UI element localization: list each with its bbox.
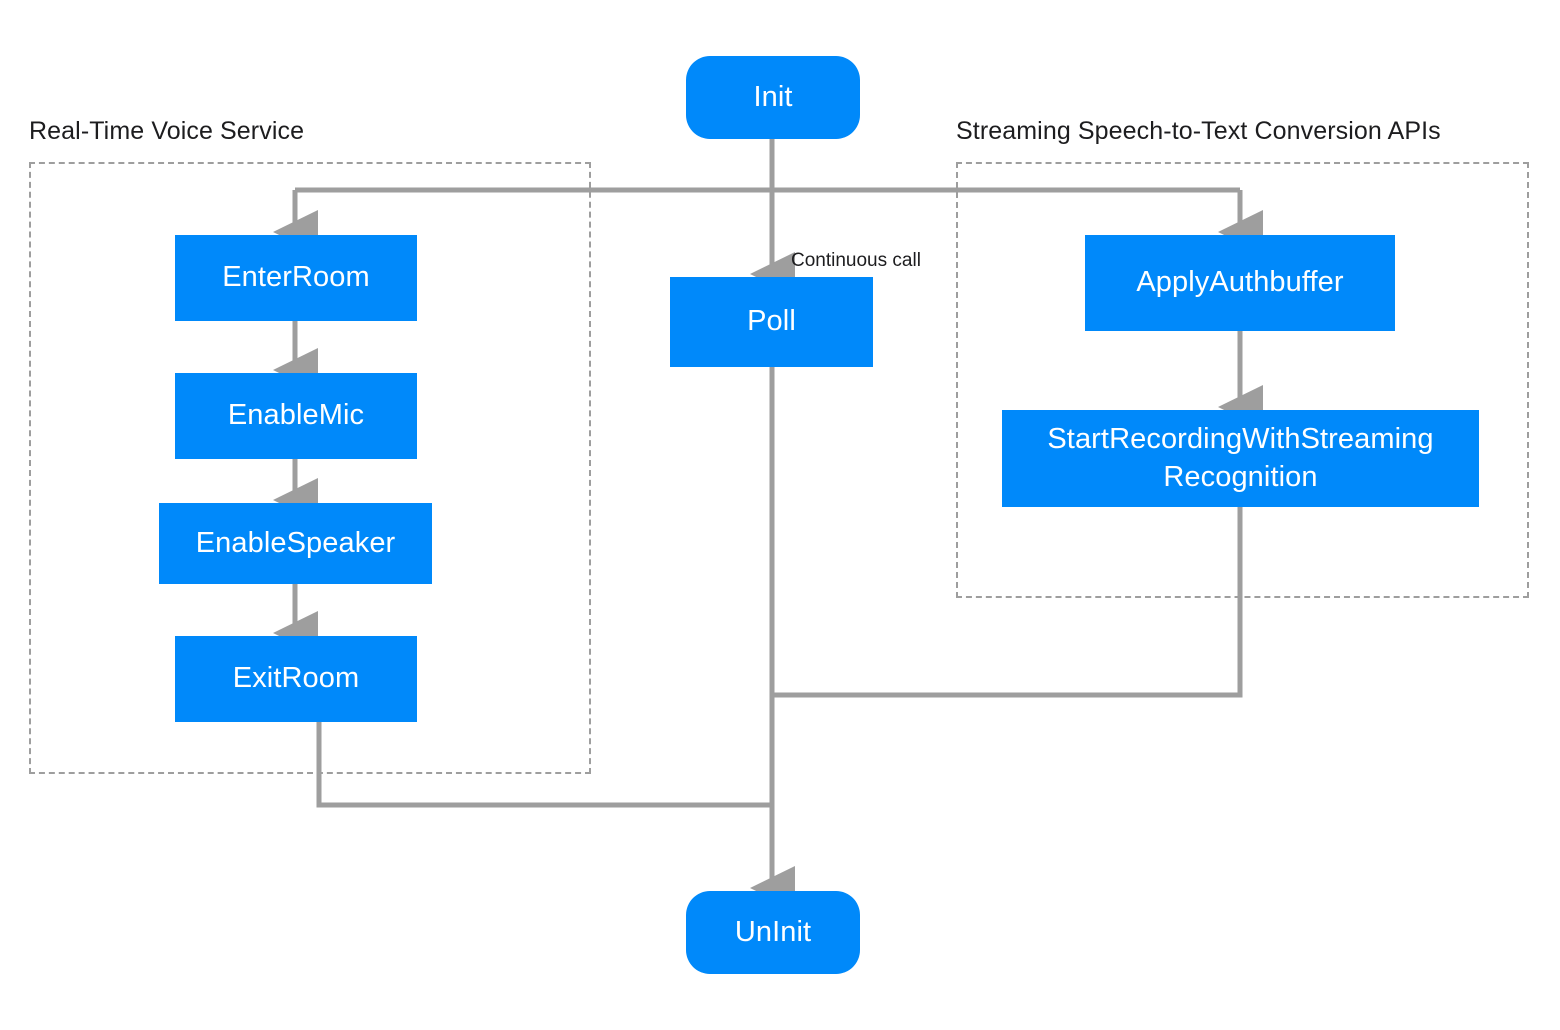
node-start-recording-with-streaming-recognition[interactable]: StartRecordingWithStreaming Recognition	[1002, 410, 1479, 507]
node-enter-room[interactable]: EnterRoom	[175, 235, 417, 321]
node-poll[interactable]: Poll	[670, 277, 873, 367]
group-label-voice-service: Real-Time Voice Service	[29, 117, 305, 145]
node-exit-room[interactable]: ExitRoom	[175, 636, 417, 722]
group-box-stt-apis	[956, 162, 1529, 598]
edge-label-continuous-call: Continuous call	[791, 250, 921, 271]
node-enable-mic[interactable]: EnableMic	[175, 373, 417, 459]
node-init[interactable]: Init	[686, 56, 860, 139]
edge-exitroom-uninit	[316, 722, 772, 808]
edge-startrec-uninit	[772, 507, 1243, 698]
group-label-stt-apis: Streaming Speech-to-Text Conversion APIs	[956, 117, 1441, 145]
node-enable-speaker[interactable]: EnableSpeaker	[159, 503, 432, 584]
node-apply-authbuffer[interactable]: ApplyAuthbuffer	[1085, 235, 1395, 331]
group-box-voice-service	[29, 162, 591, 774]
node-uninit[interactable]: UnInit	[686, 891, 860, 974]
